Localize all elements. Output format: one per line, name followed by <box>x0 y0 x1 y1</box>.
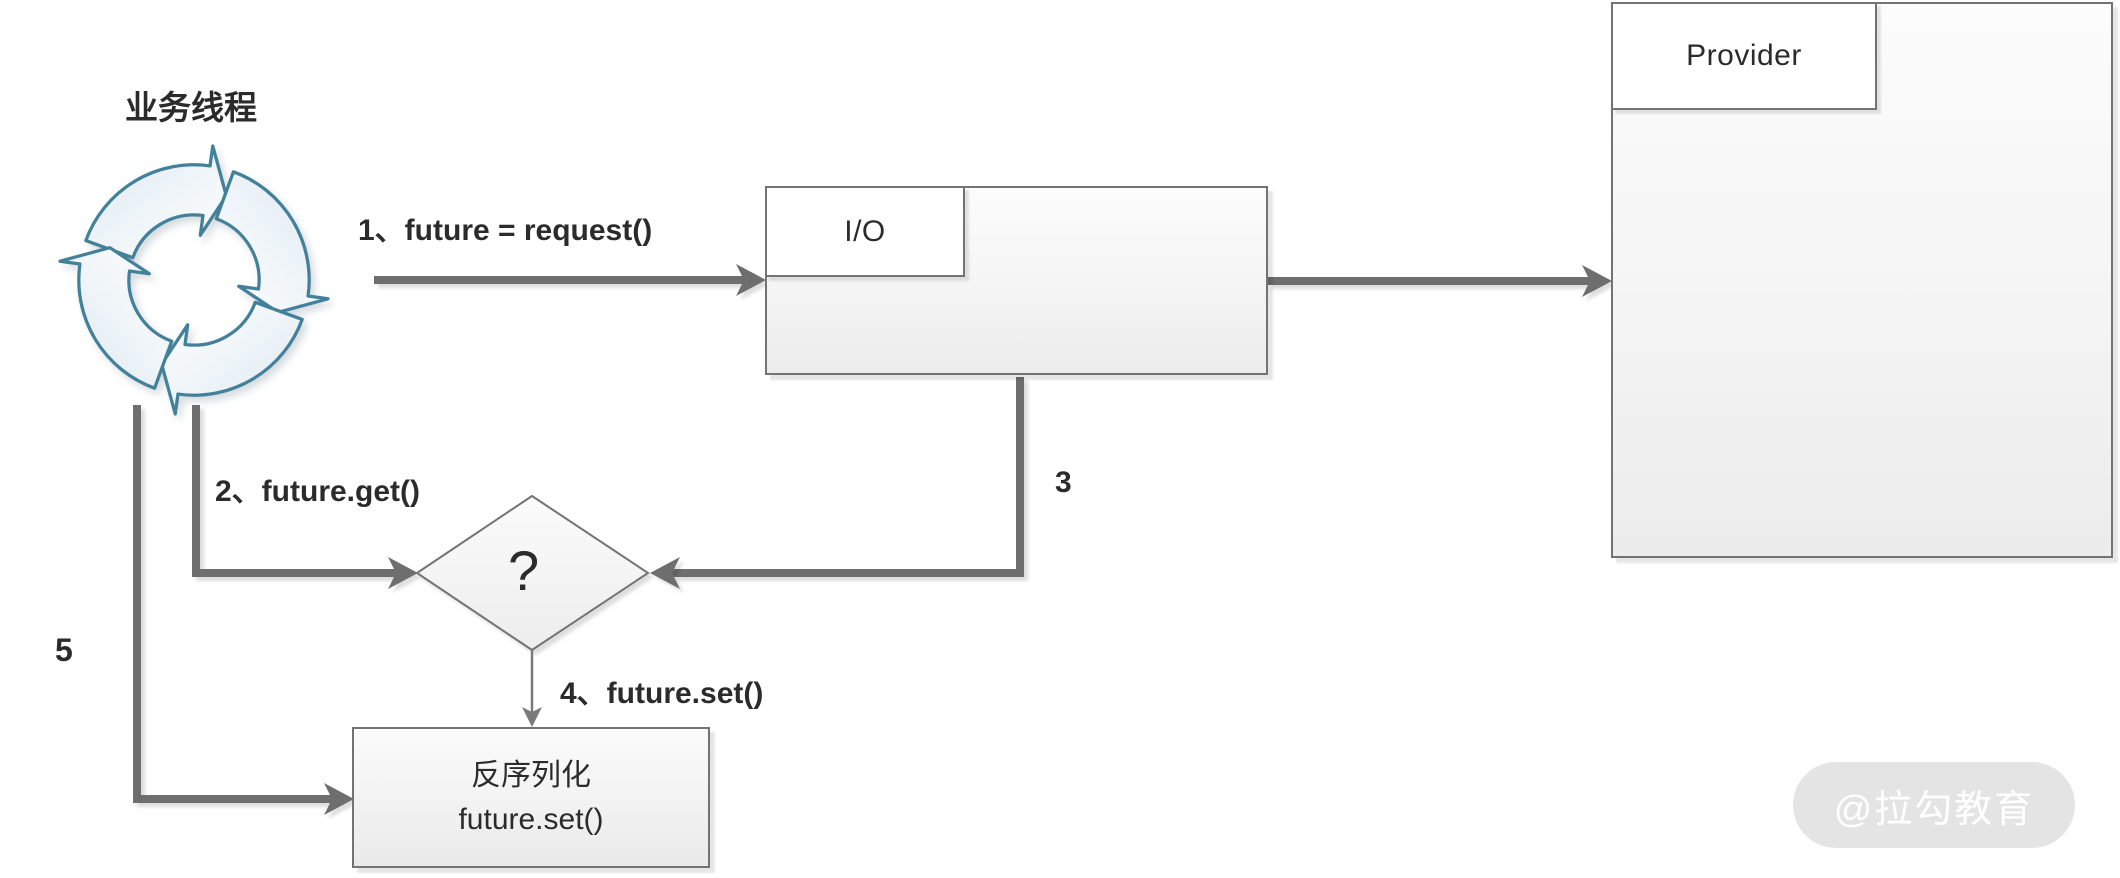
step3-line <box>672 377 1024 577</box>
step1-label: 1、future = request() <box>358 214 653 247</box>
step5-line <box>133 405 332 803</box>
io-box <box>765 186 1268 375</box>
step1-arrowhead <box>736 264 766 296</box>
deserialize-line2: future.set() <box>458 802 604 836</box>
step5-arrowhead <box>324 783 354 815</box>
io-label-box: I/O <box>765 186 965 277</box>
step3-arrowhead <box>650 557 680 589</box>
step2-label: 2、future.get() <box>215 475 420 508</box>
step4-label: 4、future.set() <box>560 677 764 710</box>
step2-arrowhead <box>388 557 418 589</box>
watermark-badge: @拉勾教育 <box>1793 762 2075 848</box>
deserialize-line1: 反序列化 <box>471 758 591 792</box>
step3-label: 3 <box>1055 466 1072 499</box>
question-mark-label: ? <box>508 539 540 602</box>
step5-label: 5 <box>55 632 73 668</box>
io-label: I/O <box>844 214 886 248</box>
step4-arrow <box>522 650 542 727</box>
deserialize-box: 反序列化 future.set() <box>352 727 710 868</box>
watermark-text: @拉勾教育 <box>1833 788 2035 831</box>
provider-arrowhead <box>1582 265 1612 297</box>
business-thread-label: 业务线程 <box>125 89 257 126</box>
cycle-arrows-icon <box>58 144 330 416</box>
provider-label: Provider <box>1686 39 1802 72</box>
provider-label-box: Provider <box>1611 2 1877 110</box>
